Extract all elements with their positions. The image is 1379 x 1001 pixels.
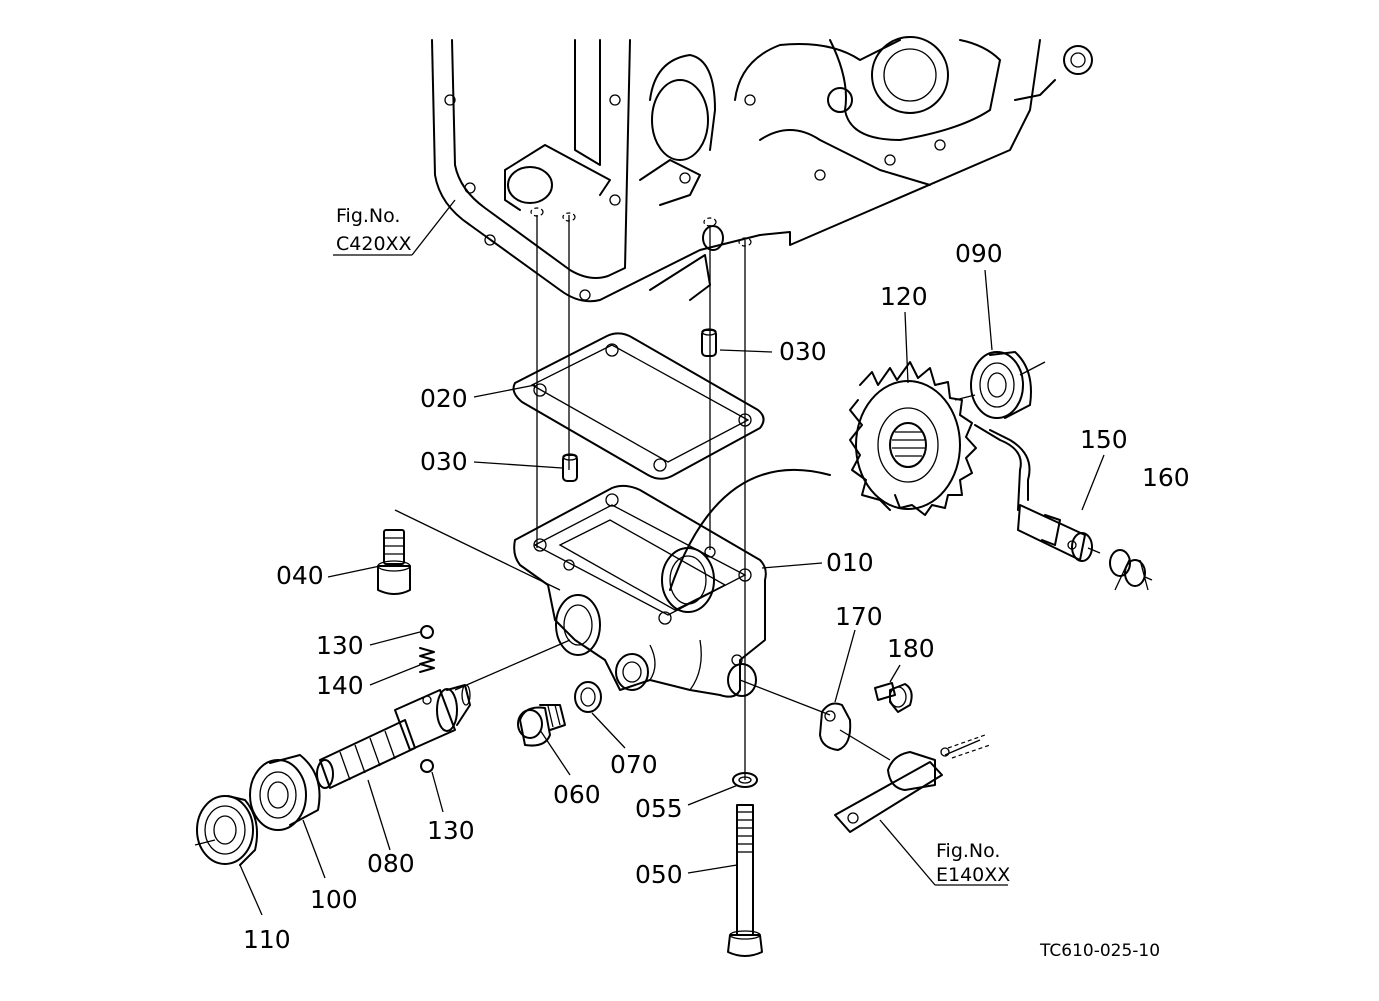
ball-130-lower [420, 759, 434, 773]
label-050: 050 [635, 860, 683, 889]
label-030-lower: 030 [420, 447, 468, 476]
gasket-020 [512, 332, 765, 480]
label-090: 090 [955, 239, 1003, 268]
bolt-180 [874, 682, 913, 713]
plug-060 [517, 704, 566, 747]
fig-ref-c420xx: Fig.No. C420XX [336, 205, 412, 255]
pin-030-lower [562, 453, 578, 482]
alignment-lines [194, 207, 1046, 846]
label-030-upper: 030 [779, 337, 827, 366]
bearing-110 [196, 795, 258, 866]
washer-070 [574, 681, 602, 713]
label-130-lower: 130 [427, 816, 475, 845]
label-120: 120 [880, 282, 928, 311]
label-180: 180 [887, 634, 935, 663]
label-100: 100 [310, 885, 358, 914]
fig-ref-c420xx-line1: Fig.No. [336, 205, 400, 227]
fig-ref-e140xx: Fig.No. E140XX [936, 840, 1010, 886]
bearing-100 [249, 754, 321, 831]
o-rings-160 [1109, 549, 1153, 587]
label-140: 140 [316, 671, 364, 700]
label-055: 055 [635, 794, 683, 823]
label-070: 070 [610, 750, 658, 779]
drawing-code: TC610-025-10 [1039, 941, 1160, 961]
part-labels: 020 030 030 040 010 090 120 150 160 170 … [243, 239, 1190, 954]
spring-140 [419, 647, 435, 673]
fig-ref-c420xx-line2: C420XX [336, 233, 412, 255]
label-170: 170 [835, 602, 883, 631]
label-160: 160 [1142, 463, 1190, 492]
bearing-090 [970, 351, 1032, 419]
gear-120 [849, 361, 977, 516]
label-110: 110 [243, 925, 291, 954]
transmission-case-drawing [431, 36, 1093, 303]
washer-055 [732, 772, 758, 788]
reference-arrow [669, 468, 831, 591]
shaft-080 [316, 684, 471, 789]
fig-ref-e140xx-line2: E140XX [936, 864, 1010, 886]
label-040: 040 [276, 561, 324, 590]
housing-010 [513, 484, 767, 698]
linkage-arm [834, 734, 991, 833]
label-080: 080 [367, 849, 415, 878]
label-130-upper: 130 [316, 631, 364, 660]
label-150: 150 [1080, 425, 1128, 454]
fig-ref-e140xx-line1: Fig.No. [936, 840, 1000, 862]
label-060: 060 [553, 780, 601, 809]
plate-170 [819, 702, 852, 751]
bolt-050 [727, 804, 763, 957]
leader-lines [239, 199, 1149, 916]
ball-130-upper [420, 625, 434, 639]
label-010: 010 [826, 548, 874, 577]
pin-030-upper [701, 328, 717, 357]
shaft-150 [974, 424, 1101, 562]
label-020: 020 [420, 384, 468, 413]
bolt-040 [377, 529, 411, 595]
